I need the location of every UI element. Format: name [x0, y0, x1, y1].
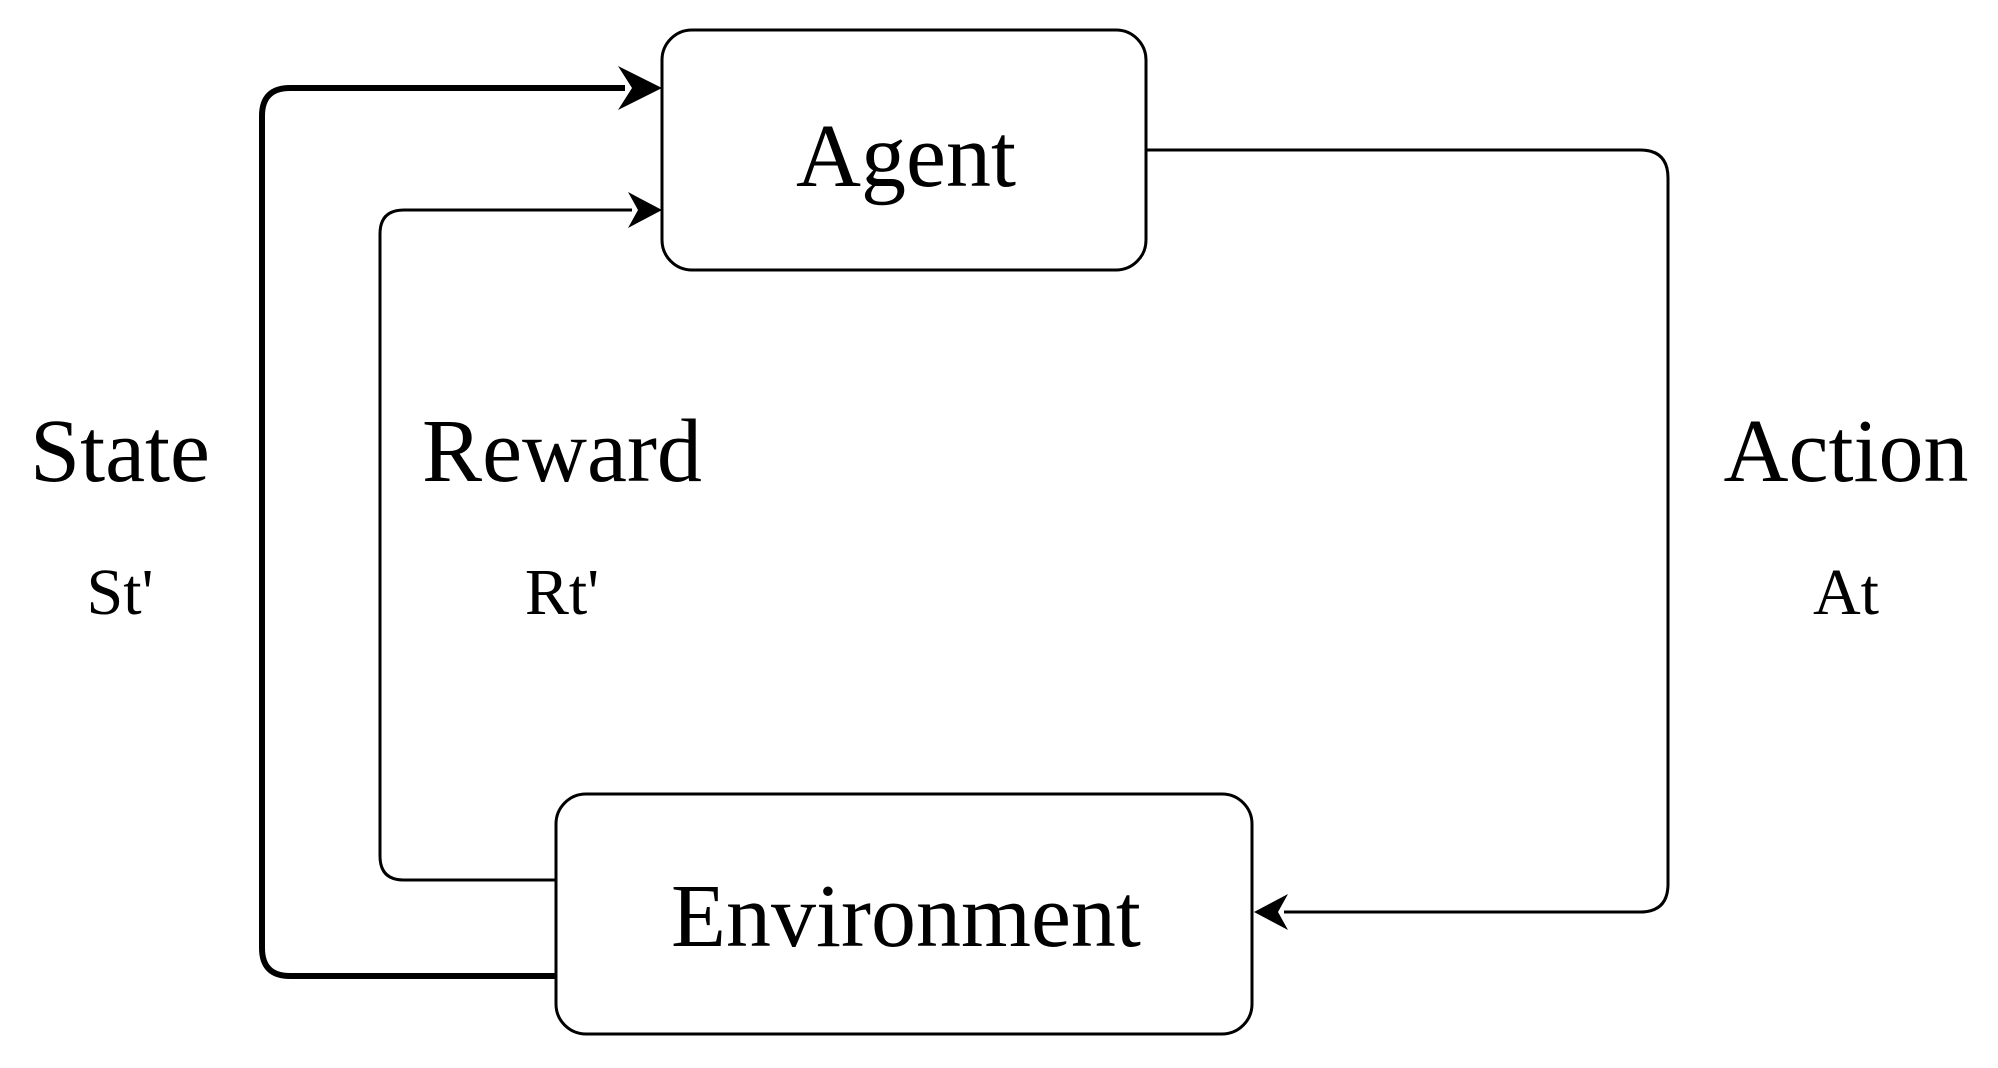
action-arrowhead — [1254, 894, 1288, 930]
agent-node: Agent — [660, 28, 1148, 272]
reward-symbol: Rt' — [525, 556, 599, 629]
action-connector — [1146, 148, 1670, 914]
action-edge — [1146, 148, 1670, 930]
agent-label: Agent — [796, 107, 1016, 206]
environment-box — [554, 792, 1254, 1036]
state-arrowhead — [618, 66, 662, 110]
environment-label: Environment — [671, 867, 1141, 966]
agent-box — [660, 28, 1148, 272]
reward-title: Reward — [422, 402, 702, 501]
reward-edge — [378, 192, 662, 882]
reward-arrowhead — [628, 192, 662, 228]
reward-connector — [378, 208, 632, 882]
state-connector — [259, 85, 625, 979]
action-symbol: At — [1813, 556, 1879, 629]
action-title: Action — [1724, 402, 1969, 501]
environment-node: Environment — [554, 792, 1254, 1036]
state-symbol: St' — [87, 556, 154, 629]
state-edge — [259, 66, 662, 979]
state-title: State — [30, 402, 210, 501]
